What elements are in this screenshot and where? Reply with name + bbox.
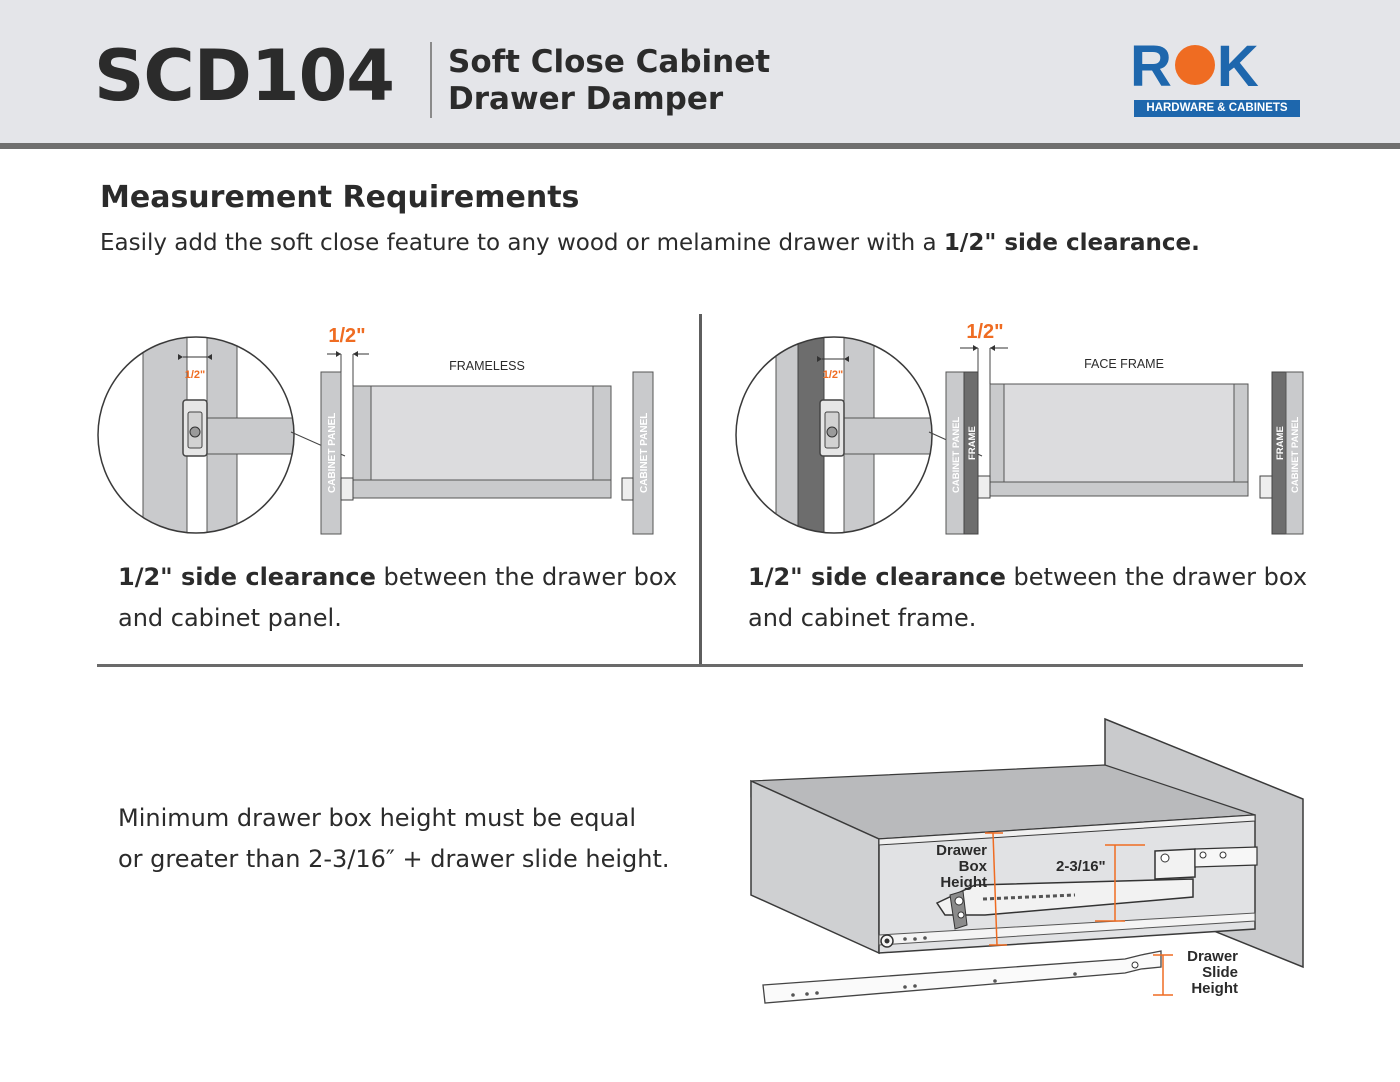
logo-orange-o bbox=[1174, 44, 1215, 85]
right-damper bbox=[1259, 475, 1273, 499]
damper-body bbox=[935, 878, 1194, 916]
height-note-line1: Minimum drawer box height must be equal bbox=[118, 804, 637, 832]
logo-tagline: HARDWARE & CABINETS bbox=[1134, 100, 1300, 117]
right-damper bbox=[621, 477, 634, 501]
header-rule bbox=[0, 143, 1400, 149]
height-note-line2: or greater than 2-3/16″ + drawer slide h… bbox=[118, 845, 670, 873]
right-frame-label: FRAME bbox=[1275, 426, 1286, 460]
left-frame bbox=[963, 371, 979, 535]
damper-bracket bbox=[1154, 848, 1196, 880]
face-frame-caption-line2: and cabinet frame. bbox=[748, 604, 977, 632]
frameless-caption-line2: and cabinet panel. bbox=[118, 604, 342, 632]
left-cabinet-panel-label: CABINET PANEL bbox=[951, 416, 962, 493]
panel-divider-vertical bbox=[699, 314, 702, 666]
frameless-caption-line1: 1/2" side clearance between the drawer b… bbox=[118, 563, 678, 591]
left-cabinet-panel-label: CABINET PANEL bbox=[327, 413, 338, 493]
frameless-label: FRAMELESS bbox=[449, 359, 525, 373]
intro-bold: 1/2" side clearance. bbox=[943, 230, 1200, 256]
face-frame-dim: 1/2" bbox=[966, 321, 1003, 343]
product-title-line1: Soft Close Cabinet bbox=[448, 44, 771, 80]
right-cabinet-panel-label: CABINET PANEL bbox=[639, 413, 650, 493]
frameless-diagram: 1/2" CABINET PANEL CABINET PANEL 1/2" FR… bbox=[97, 325, 654, 535]
height-requirement-note: Minimum drawer box height must be equal … bbox=[118, 798, 678, 880]
title-separator bbox=[430, 42, 432, 118]
drawer-box bbox=[989, 383, 1249, 497]
face-frame-zoom-detail bbox=[736, 337, 932, 533]
frameless-zoom-dim: 1/2" bbox=[185, 369, 206, 381]
drawer-height-diagram: Drawer Box Height 2-3/16" Drawer Slide H… bbox=[750, 717, 1304, 1004]
slide-height-label-2: Slide bbox=[1202, 964, 1238, 981]
product-title-line2: Drawer Damper bbox=[448, 81, 724, 117]
left-damper bbox=[977, 475, 991, 499]
frameless-caption: 1/2" side clearance between the drawer b… bbox=[118, 557, 677, 639]
frameless-dim: 1/2" bbox=[328, 325, 365, 347]
intro-text: Easily add the soft close feature to any… bbox=[100, 230, 1200, 256]
right-cabinet-panel-label: CABINET PANEL bbox=[1290, 416, 1301, 493]
panel-divider-horizontal bbox=[97, 664, 1303, 667]
right-cabinet-panel bbox=[1285, 371, 1304, 535]
header: SCD104 Soft Close Cabinet Drawer Damper … bbox=[0, 0, 1400, 143]
slide-height-label-3: Height bbox=[1191, 980, 1238, 997]
face-frame-caption: 1/2" side clearance between the drawer b… bbox=[748, 557, 1307, 639]
left-frame-label: FRAME bbox=[967, 426, 978, 460]
slide-height-label-1: Drawer bbox=[1187, 948, 1238, 965]
section-heading: Measurement Requirements bbox=[100, 180, 580, 215]
box-height-label-3: Height bbox=[940, 874, 987, 891]
drawer-slide-rail bbox=[762, 950, 1162, 1004]
face-frame-zoom-dim: 1/2" bbox=[823, 369, 844, 381]
left-damper bbox=[340, 477, 354, 501]
drawer-box bbox=[352, 385, 612, 499]
box-height-label-1: Drawer bbox=[936, 842, 987, 859]
model-number: SCD104 bbox=[94, 35, 395, 117]
product-title: Soft Close Cabinet Drawer Damper bbox=[448, 44, 770, 118]
right-cabinet-panel bbox=[632, 371, 654, 535]
damper-dim-label: 2-3/16" bbox=[1056, 858, 1106, 875]
face-frame-caption-line1: 1/2" side clearance between the drawer b… bbox=[748, 563, 1308, 591]
face-frame-label: FACE FRAME bbox=[1084, 357, 1164, 371]
frameless-zoom-detail bbox=[98, 337, 294, 533]
box-height-label-2: Box bbox=[959, 858, 988, 875]
left-cabinet-panel bbox=[320, 371, 342, 535]
box-height-dimension bbox=[992, 832, 998, 946]
face-frame-diagram: 1/2" CABINET PANEL FRAME FRAME CABINET P… bbox=[735, 321, 1304, 535]
